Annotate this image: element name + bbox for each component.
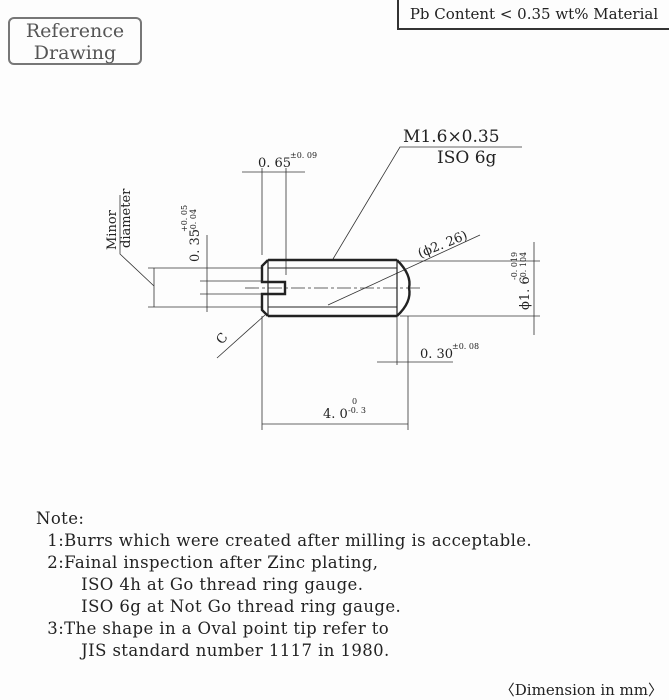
- reference-diameter: (ϕ2. 26): [416, 228, 470, 261]
- note-line: JIS standard number 1117 in 1980.: [36, 641, 390, 660]
- thread-spec: M1.6×0.35: [403, 127, 500, 147]
- units-note: 〈Dimension in mm〉: [499, 681, 663, 699]
- note-line: 2:Fainal inspection after Zinc plating,: [36, 553, 379, 572]
- point-length: 0. 30: [420, 347, 453, 362]
- slot-depth-tol-upper: +0. 05: [180, 205, 189, 232]
- slot-width-tol: ±0. 09: [290, 151, 317, 160]
- overall-length: 4. 0: [323, 407, 348, 422]
- material-spec: Pb Content < 0.35 wt% Material: [397, 0, 669, 30]
- point-length-tol: ±0. 08: [452, 342, 479, 351]
- note-line: 1:Burrs which were created after milling…: [36, 531, 533, 550]
- length-tol-lower: -0. 3: [348, 406, 366, 415]
- slot-width: 0. 65: [258, 156, 291, 171]
- stamp-line-2: Drawing: [33, 42, 117, 64]
- chamfer-label: C: [214, 330, 232, 347]
- screw-outline: [260, 258, 411, 318]
- slot-depth: 0. 35: [188, 229, 203, 262]
- major-diameter-tol-upper: -0. 019: [510, 252, 519, 280]
- major-diameter-tol-lower: -0. 104: [519, 252, 528, 280]
- minor-label-2: diameter: [119, 188, 134, 248]
- stamp-line-1: Reference: [25, 20, 125, 42]
- thread-class: ISO 6g: [437, 148, 497, 168]
- note-line: ISO 6g at Not Go thread ring gauge.: [36, 597, 402, 616]
- slot-depth-tol-lower: -0. 04: [189, 209, 198, 232]
- length-tol-upper: 0: [352, 397, 357, 406]
- major-diameter: ϕ1. 6: [518, 276, 533, 310]
- notes: Note: 1:Burrs which were created after m…: [36, 508, 532, 662]
- reference-drawing-stamp: Reference Drawing: [8, 17, 142, 65]
- minor-label-1: Minor: [105, 209, 120, 250]
- dimension-lines: [119, 146, 540, 430]
- note-line: 3:The shape in a Oval point tip refer to: [36, 619, 390, 638]
- note-line: ISO 4h at Go thread ring gauge.: [36, 575, 364, 594]
- notes-title: Note:: [36, 509, 85, 528]
